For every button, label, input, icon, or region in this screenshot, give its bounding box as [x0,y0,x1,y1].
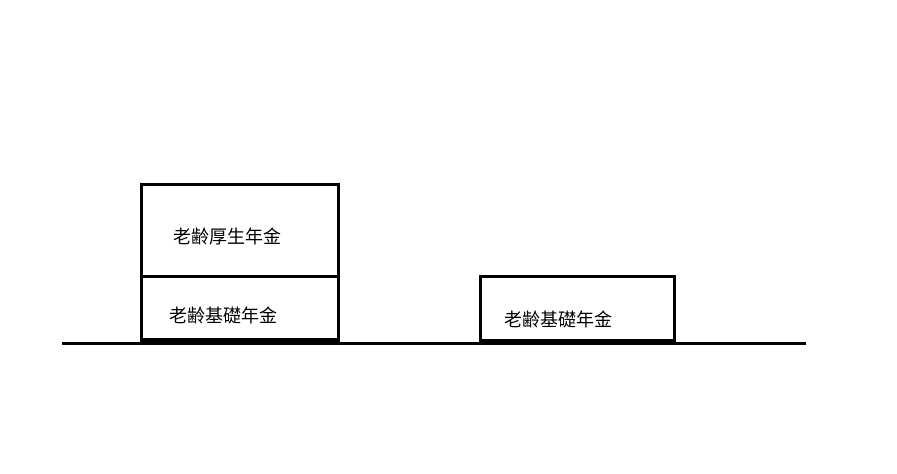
left-upper-label: 老齢厚生年金 [173,227,281,248]
right-label: 老齢基礎年金 [504,310,612,331]
left-upper-block [140,183,340,278]
left-lower-label: 老齢基礎年金 [169,306,277,327]
right-block [479,275,676,342]
baseline [62,342,806,345]
left-lower-block [140,275,340,342]
